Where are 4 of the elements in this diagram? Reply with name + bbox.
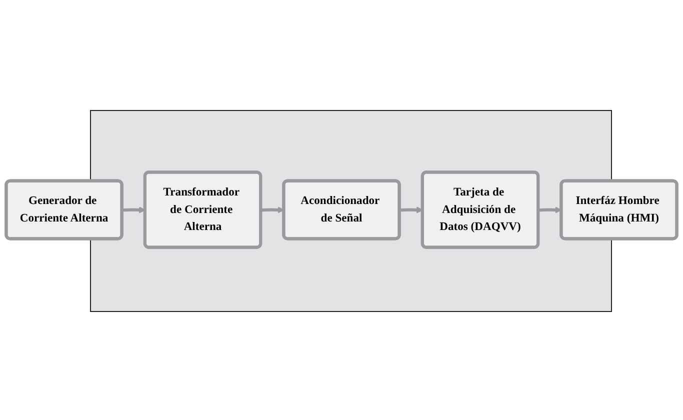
arrow	[122, 206, 146, 214]
arrow	[538, 206, 562, 214]
arrow	[260, 206, 284, 214]
arrow	[400, 206, 424, 214]
